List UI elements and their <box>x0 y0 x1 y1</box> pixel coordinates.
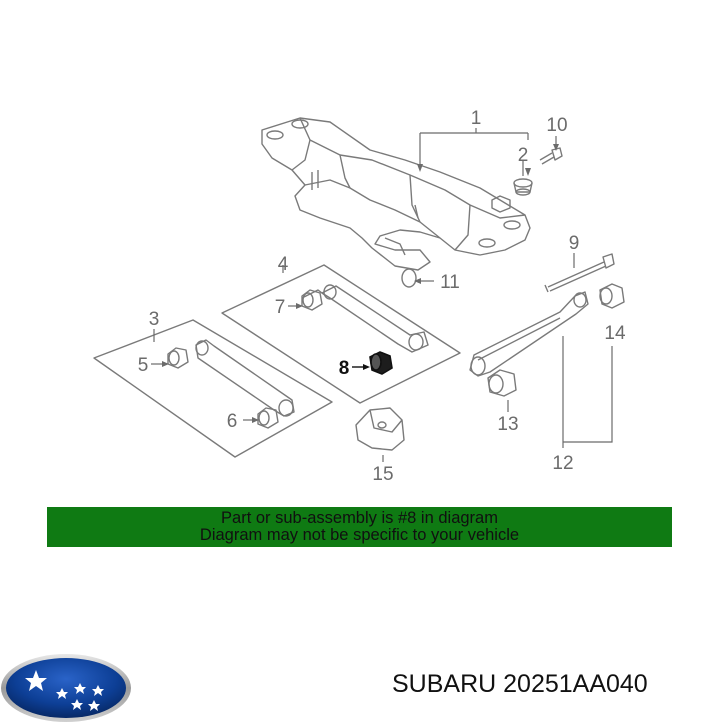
part-8-bushing-highlighted <box>369 351 393 375</box>
subframe-crossmember <box>261 117 531 271</box>
subaru-logo <box>1 654 131 722</box>
callout-13: 13 <box>497 414 518 435</box>
callout-3: 3 <box>149 309 160 330</box>
callout-4: 4 <box>278 254 289 275</box>
callout-15: 15 <box>372 464 393 485</box>
panel-3 <box>93 319 333 458</box>
panel-4 <box>221 264 461 404</box>
part-13-bushing <box>487 369 517 397</box>
part-11-plug <box>401 268 417 288</box>
callout-9: 9 <box>569 233 580 254</box>
banner-line-2: Diagram may not be specific to your vehi… <box>199 526 520 544</box>
callout-12: 12 <box>552 453 573 474</box>
banner-line-1: Part or sub-assembly is #8 in diagram <box>221 509 498 527</box>
callout-6: 6 <box>227 411 238 432</box>
callout-7: 7 <box>275 297 286 318</box>
info-banner: Part or sub-assembly is #8 in diagram Di… <box>47 507 672 547</box>
callout-8: 8 <box>339 358 350 379</box>
part-10-bolt <box>539 147 563 165</box>
callout-5: 5 <box>138 355 149 376</box>
callout-1: 1 <box>471 108 482 129</box>
part-14-bushing <box>599 283 625 309</box>
callout-11: 11 <box>440 272 460 293</box>
part-15-bracket <box>355 407 405 451</box>
callout-14: 14 <box>604 323 626 344</box>
part-9-bolt <box>544 253 615 293</box>
part-number-label: SUBARU 20251AA040 <box>392 670 648 698</box>
part-2-bushing <box>513 178 533 196</box>
callout-10: 10 <box>546 115 567 136</box>
callout-2: 2 <box>518 145 529 166</box>
part-12-trailing-arm <box>469 291 589 377</box>
